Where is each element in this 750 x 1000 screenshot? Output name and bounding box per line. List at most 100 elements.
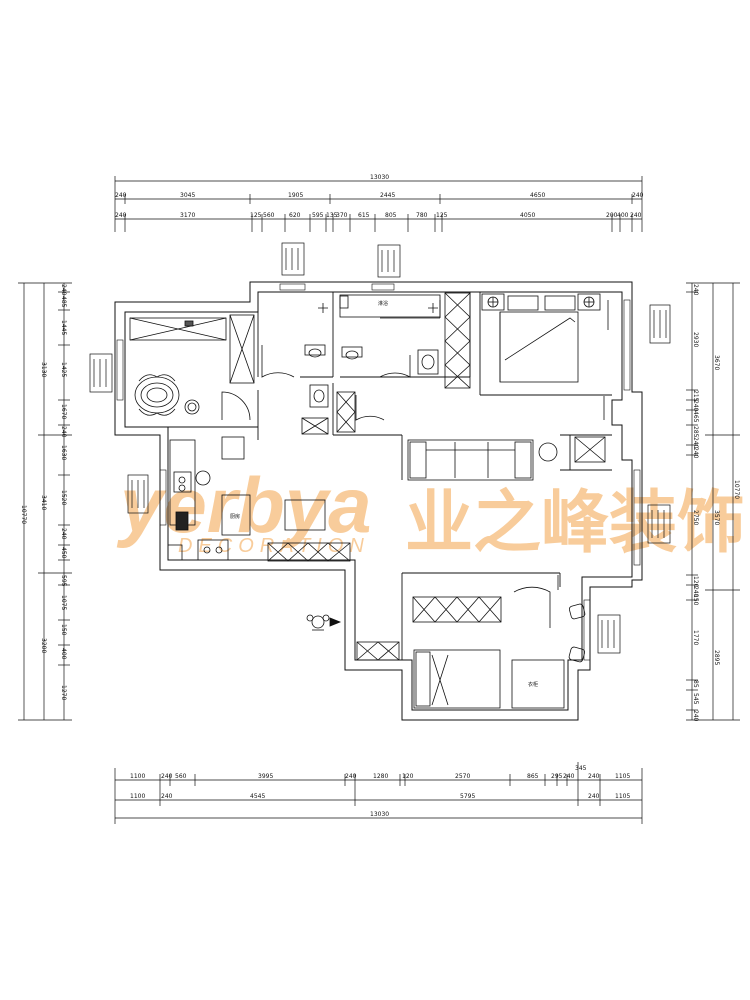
bedroom2-label: 衣柜	[528, 681, 538, 688]
dining-table	[284, 499, 326, 531]
dim-label: 150	[60, 624, 67, 636]
door-swing	[355, 395, 385, 421]
dim-label: 125	[436, 212, 448, 219]
watermark-brand-cn: 业之峰装饰	[405, 484, 745, 563]
dim-label: 10770	[733, 480, 740, 499]
dim-label: 295	[551, 773, 563, 780]
dim-label: 545	[692, 693, 699, 705]
interior-walls	[168, 292, 612, 660]
door-swing	[261, 345, 295, 378]
window	[116, 339, 124, 401]
pillow	[544, 295, 576, 311]
dim-label: 240	[692, 437, 699, 449]
dim-label: 2570	[455, 773, 470, 780]
dim-label: 3200	[40, 638, 47, 653]
dim-label: 120	[692, 576, 699, 588]
dim-label: 3170	[180, 212, 195, 219]
dim-label: 400	[60, 648, 67, 660]
dim-label: 595	[312, 212, 324, 219]
fridge	[221, 436, 245, 460]
tv-icon	[184, 320, 194, 327]
dim-label: 240	[345, 773, 357, 780]
right-dimensions	[686, 282, 740, 721]
door-swing	[379, 355, 411, 378]
dim-label: 1280	[373, 773, 388, 780]
counter-side	[167, 544, 183, 561]
dim-label: 5795	[460, 793, 475, 800]
shower-head	[339, 295, 349, 309]
chair-icon	[568, 646, 586, 663]
chair-icon	[568, 603, 586, 620]
dim-label: 13030	[370, 811, 389, 818]
dim-label: 595	[60, 575, 67, 587]
wardrobe	[412, 596, 502, 623]
dim-label: 240	[115, 192, 127, 199]
electrical-tag	[377, 244, 401, 278]
nightstand	[481, 293, 505, 311]
outer-walls	[114, 281, 643, 721]
dim-label: 240	[60, 426, 67, 438]
dim-label: 240	[115, 212, 127, 219]
dim-label: 240	[630, 212, 642, 219]
left-dimensions	[18, 282, 72, 721]
right-dimension-labels: 10770 3670 3570 2895 240 2930 215 240 46…	[692, 284, 740, 722]
watermark: yerbya 业之峰装饰 DECORATION	[116, 461, 745, 563]
dim-label: 240	[692, 710, 699, 722]
dim-label: 485	[60, 296, 67, 308]
dim-label: 1670	[60, 404, 67, 419]
fridge-label-box	[221, 494, 251, 536]
window	[371, 283, 395, 291]
dim-label: 2930	[692, 332, 699, 347]
dim-label: 125	[250, 212, 262, 219]
pillow	[507, 295, 539, 311]
corridor-cabinet	[267, 542, 400, 661]
dim-label: 240	[60, 528, 67, 540]
armchair-icon	[134, 374, 180, 416]
sofa	[407, 439, 534, 481]
watermark-brand-en: yerbya	[116, 461, 372, 549]
kitchen: 厨房	[167, 436, 326, 561]
sofa-area	[407, 436, 606, 481]
dim-label: 135	[326, 212, 338, 219]
dim-label: 200	[606, 212, 618, 219]
dim-label: 240	[60, 284, 67, 296]
dim-label: 150	[692, 594, 699, 606]
washbasin-icon	[309, 384, 329, 408]
dim-label: 240	[588, 773, 600, 780]
electrical-tag	[127, 474, 149, 514]
entrance-arrow-icon	[329, 617, 342, 627]
dim-label: 4545	[250, 793, 265, 800]
dim-label: 615	[358, 212, 370, 219]
master-bedroom	[444, 292, 609, 420]
dim-label: 1270	[60, 685, 67, 700]
dim-label: 240	[161, 773, 173, 780]
dim-label: 865	[527, 773, 539, 780]
utility-box	[574, 436, 606, 463]
dim-label: 1105	[615, 793, 630, 800]
pillow	[415, 651, 431, 707]
door-swing	[513, 586, 551, 628]
desk	[511, 659, 565, 709]
dim-label: 240	[692, 400, 699, 412]
shower-label: 淋浴	[378, 300, 388, 307]
dim-label: 780	[416, 212, 428, 219]
dim-label: 3995	[258, 773, 273, 780]
dim-label: 805	[385, 212, 397, 219]
dim-label: 3570	[713, 510, 720, 525]
left-dimension-labels: 10770 3130 3410 3200 240 485 1445 1425 1…	[20, 284, 67, 700]
sofa-arm	[409, 441, 427, 479]
dim-label: 3130	[40, 362, 47, 377]
shelving	[336, 391, 356, 433]
cabinet	[229, 314, 255, 384]
dim-label: 240	[692, 447, 699, 459]
dim-label: 215	[692, 390, 699, 402]
bathroom: 淋浴	[261, 294, 441, 435]
dim-label: 345	[575, 765, 587, 772]
toilet-icon	[304, 344, 326, 358]
dim-label: 240	[692, 586, 699, 598]
dim-label: 285	[692, 426, 699, 438]
electrical-tag	[649, 304, 671, 344]
dim-label: 1425	[60, 362, 67, 377]
entrance-figure-icon	[306, 614, 330, 631]
